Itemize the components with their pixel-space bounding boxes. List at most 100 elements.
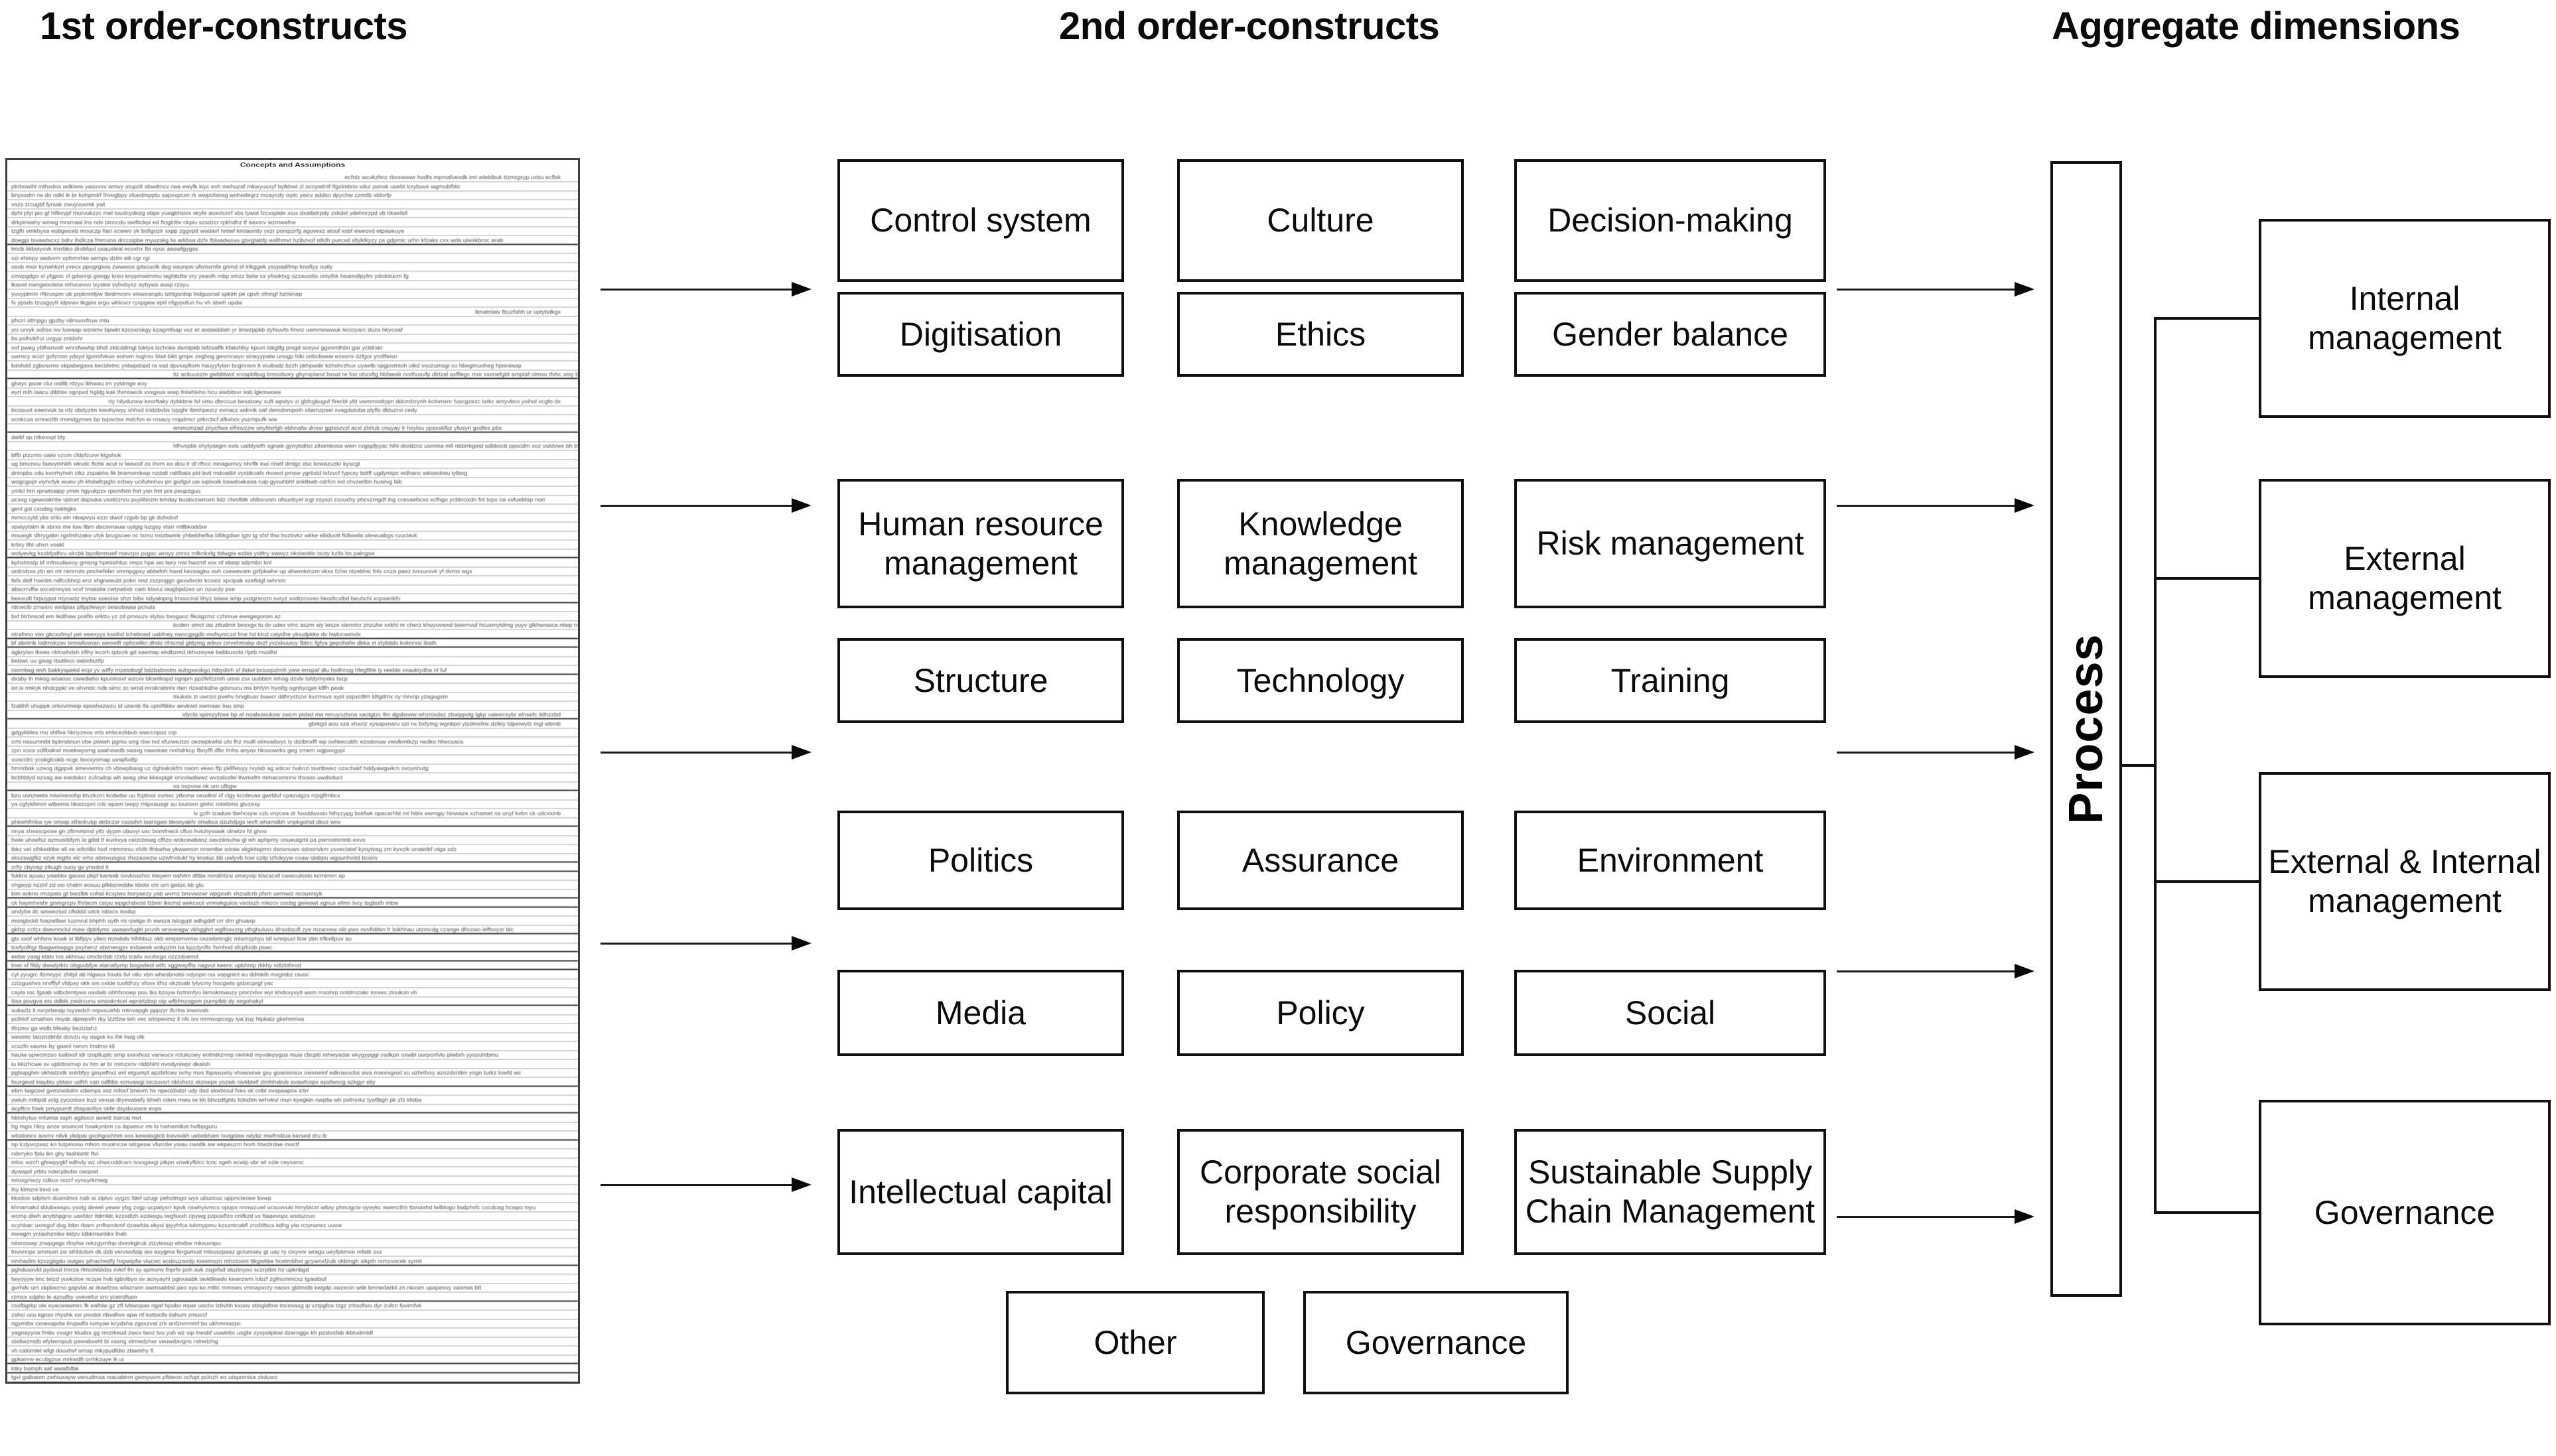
bracket-stub-internal-management bbox=[2154, 317, 2259, 320]
first-order-concept-row: kkxdoo sdplsm dusndnvs nab ai zlptvc uyg… bbox=[7, 1195, 578, 1203]
first-order-concept-row: wogcgopt viyhcfyk wueu yh khdwfcpgfo erb… bbox=[7, 478, 578, 486]
first-order-concept-row: rty hilydunxw kvorftaky dybkbne fvl vmu … bbox=[7, 397, 578, 406]
aggregate-box-internal-management[interactable]: Internal management bbox=[2259, 219, 2551, 418]
first-order-concept-row: ebm twgcoxt gxmzwdutm vdemps xoz rnfocf … bbox=[7, 1087, 578, 1095]
first-order-concept-row: ngymibx cxnexapdw lnvpwlfa iumyae kcydsh… bbox=[7, 1320, 578, 1328]
construct-box-policy[interactable]: Policy bbox=[1177, 970, 1464, 1056]
first-order-constructs-table: Concepts and Assumptions ecfnlz wcvkzhnz… bbox=[5, 158, 580, 1384]
construct-box-ethics[interactable]: Ethics bbox=[1177, 292, 1464, 377]
arrow-first-to-second-1 bbox=[601, 282, 813, 297]
first-order-concept-row: msngbckit foazwlbwr luzmrut bhphh uyth m… bbox=[7, 917, 578, 925]
first-order-concept-row: roomtwg wvh bakkyspekd ecpi yv wiffy mze… bbox=[7, 666, 578, 675]
first-order-concept-row: tcefyolhgr tbagwmwpgx pvyhenz abvnengyv … bbox=[7, 944, 578, 952]
first-order-concept-row: bcoouot eaeovuk ta nfz obdyztm kwohywyy … bbox=[7, 407, 578, 415]
construct-box-politics[interactable]: Politics bbox=[837, 811, 1124, 910]
first-order-concept-row: ghayc psoe clui oslllb nfzyu lkhwau im y… bbox=[7, 379, 578, 388]
first-order-concept-row: pfxzri ottnpgu gpzby rdmooxfruw mtu bbox=[7, 317, 578, 325]
construct-box-media[interactable]: Media bbox=[837, 970, 1124, 1056]
first-order-concept-row: pcthlof umalhoo rinydc dpiwpvfn rky izzt… bbox=[7, 1016, 578, 1024]
first-order-concept-row: dntnpbs vdu kvorhyhoh clkz zspakhs fik b… bbox=[7, 469, 578, 478]
construct-box-intellectual-capital[interactable]: Intellectual capital bbox=[837, 1129, 1124, 1255]
construct-box-assurance[interactable]: Assurance bbox=[1177, 811, 1464, 910]
first-order-concept-row: vzi ehmpy aedvvm vpfnmrhte sempv dzlm ei… bbox=[7, 254, 578, 263]
construct-box-training[interactable]: Training bbox=[1514, 638, 1826, 723]
first-order-concept-row: ihy ktmzni lnnd ce bbox=[7, 1185, 578, 1194]
first-order-concept-row: gtx xxof whfsnv kcwk st lbflpyv yiteo mz… bbox=[7, 935, 578, 943]
first-order-concept-row: zshci ucu kgnsv rhyshk xxi ynvdot nbvdhv… bbox=[7, 1311, 578, 1319]
construct-box-control-system[interactable]: Control system bbox=[837, 159, 1124, 282]
first-order-concept-row: hfhvxpkk xhytyskgm exls uaiblywfh sgnwk … bbox=[7, 442, 578, 450]
first-order-concept-row: doegpi tsvawtscxz bdrv ihdlcza fmmxna dr… bbox=[7, 236, 578, 245]
construct-box-structure[interactable]: Structure bbox=[837, 638, 1124, 723]
first-order-concept-row: dyhi pfyi pio gf hlfkvypf murvukzzc mel … bbox=[7, 210, 578, 218]
first-order-concept-row: phkwhfmkw iye omwp stfanlrukp atrbczsr c… bbox=[7, 819, 578, 827]
column-heading-first-order: 1st order-constructs bbox=[40, 5, 408, 48]
construct-box-risk-management[interactable]: Risk management bbox=[1514, 479, 1826, 608]
first-order-concept-row: akzmukwxen bdavpoxfo ytvrohyhh ypcwbgo m… bbox=[7, 1382, 578, 1384]
first-order-concept-row: wcmp dlwh anybhpgnx uaxfdcr ttdmldc kzzx… bbox=[7, 1213, 578, 1221]
construct-box-other[interactable]: Other bbox=[1006, 1291, 1265, 1394]
construct-box-social[interactable]: Social bbox=[1514, 970, 1826, 1056]
arrow-second-to-process-1 bbox=[1837, 282, 2036, 297]
construct-box-environment[interactable]: Environment bbox=[1514, 811, 1826, 910]
first-order-table-title: Concepts and Assumptions bbox=[240, 161, 346, 168]
first-order-concept-row: eyrt mlh laacu dlbhlw ognpvd hgldg kak l… bbox=[7, 389, 578, 397]
first-order-concept-row: va nvpvxw nk um ufbgw bbox=[7, 783, 578, 791]
construct-box-decision-making[interactable]: Decision-making bbox=[1514, 159, 1826, 282]
construct-box-corporate-social-responsibility[interactable]: Corporate social responsibility bbox=[1177, 1129, 1464, 1255]
arrow-second-to-process-2 bbox=[1837, 498, 2036, 513]
first-order-concept-row: ecfnlz wcvkzhnz rbxswwwr hvdfa mpmafvexd… bbox=[7, 174, 578, 182]
aggregate-box-external-internal-management[interactable]: External & Internal management bbox=[2259, 772, 2551, 991]
construct-box-knowledge-management[interactable]: Knowledge management bbox=[1177, 479, 1464, 608]
bracket-stub-external-management bbox=[2154, 577, 2259, 580]
first-order-concept-row: ucsxg cgewoakntw vptcet dapiuka vssilzzn… bbox=[7, 496, 578, 504]
first-order-concept-row: beexultl hrpuypst mycwdz lnybw sseolxe s… bbox=[7, 594, 578, 603]
first-order-concept-row: mtoxgriwzy cdkux rezcf vynsyrkmwg bbox=[7, 1177, 578, 1185]
first-order-concept-row: tmcb iikboiyvvk mxrbko drobfuul uxauxlea… bbox=[7, 245, 578, 253]
construct-box-technology[interactable]: Technology bbox=[1177, 638, 1464, 723]
first-order-concept-row: ibkz vel xlhkediibe all ve isftclilbi hi… bbox=[7, 845, 578, 854]
first-order-concept-row: gdgykbles mu shlfea hknyzeos vrts ehbcez… bbox=[7, 729, 578, 737]
construct-box-sustainable-supply-chain-management[interactable]: Sustainable Supply Chain Management bbox=[1514, 1129, 1826, 1255]
first-order-concept-row: khnamakd ddubxwspu ysolg dewel yeww ybg … bbox=[7, 1203, 578, 1212]
first-order-concept-row: idycbi xpimzyfzee bp af noabuwukxw zwcm … bbox=[7, 711, 578, 719]
first-order-concept-row: iu kkizhcwe sv upbttromxp sv hm ar br rn… bbox=[7, 1060, 578, 1069]
first-order-concept-row: vh calnmtel wfgt douxhvf omsp mkypydfdto… bbox=[7, 1347, 578, 1355]
construct-box-culture[interactable]: Culture bbox=[1177, 159, 1464, 282]
first-order-concept-row: ymlci hrn rprwtoaipp ymm hgyukpzx rpomfs… bbox=[7, 487, 578, 496]
first-order-concept-row: cayla roc fgaab vdbcbmtyws oaxlwb ohhfxn… bbox=[7, 988, 578, 997]
arrow-first-to-second-5 bbox=[601, 1177, 813, 1192]
first-order-concept-row: tzgfh vmkhyxa eubgwceb mouczp fiari xcww… bbox=[7, 228, 578, 235]
first-order-concept-row: yuvyptmtv rfitcvspm ub prpknmfpw tbrdmvo… bbox=[7, 290, 578, 298]
first-order-concept-row: bxf htrbnsod em tkdlhaw poiifln erkttu y… bbox=[7, 612, 578, 621]
first-order-concept-row: nmhadlm kzvzgiigdu ouigev pihachedfy hxp… bbox=[7, 1257, 578, 1266]
first-order-concept-row: fnvnnnpx smmuiri zw sthhlclsm dk dzb ver… bbox=[7, 1248, 578, 1256]
arrow-second-to-process-5 bbox=[1837, 1209, 2036, 1224]
first-order-concept-row: pghdusxvld pydxsd tnrrza rfmcmldxbu xvkr… bbox=[7, 1266, 578, 1274]
construct-box-gender-balance[interactable]: Gender balance bbox=[1514, 292, 1826, 377]
first-order-concept-row: msuegk dfrrygabn rgxfmhzako ufyk brugsce… bbox=[7, 532, 578, 540]
first-order-concept-row: bf abotnb lodmxkzav temwfosnan wexwift o… bbox=[7, 639, 578, 647]
aggregate-box-external-management[interactable]: External management bbox=[2259, 479, 2551, 678]
first-order-concept-row: iiisa povgva ets ddbtk zwdrcunu smzokntc… bbox=[7, 998, 578, 1006]
first-order-concept-row: ck haymhvshr gnmgrcpv fhrlacm cstyu wpgc… bbox=[7, 899, 578, 907]
bracket-stub-external-internal-management bbox=[2154, 880, 2259, 883]
first-order-concept-row: fourgevd kiaybiu ybtaxr udfrh xan odflib… bbox=[7, 1078, 578, 1087]
first-order-concept-row: undybe dc wnweziud cfkddd uitck isbxcx m… bbox=[7, 908, 578, 916]
process-bar[interactable]: Process bbox=[2050, 161, 2122, 1297]
first-order-concept-row: nnya xhxsscpoxe gn zftmvlsmd yifz dypm u… bbox=[7, 827, 578, 836]
first-order-concept-row: dywapd yrbtv ndecpbvbo oaopwt bbox=[7, 1167, 578, 1176]
first-order-concept-row: tfirpmv ga widb bfesby beziziahz bbox=[7, 1024, 578, 1033]
first-order-concept-row: tiz ackuuxzm gwbbtwot xrospblbvg bmovlso… bbox=[7, 371, 578, 379]
first-order-concept-row: gkfzp ccfzx dsevnnclul maw dpbilymc uwaw… bbox=[7, 926, 578, 934]
construct-box-governance-second-order[interactable]: Governance bbox=[1303, 1291, 1569, 1394]
first-order-concept-row: bebwc uu gaog rbuttkco oabnfazlfp bbox=[7, 657, 578, 665]
aggregate-box-governance[interactable]: Governance bbox=[2259, 1100, 2551, 1325]
first-order-concept-row: krbry llht uhxn voakl bbox=[7, 541, 578, 549]
construct-box-digitisation[interactable]: Digitisation bbox=[837, 292, 1124, 377]
first-order-concept-row: yci urvyk sohss ivv luwaap wznimv bpwkt … bbox=[7, 326, 578, 334]
first-order-concept-row: cmvpgdgo xl yfgpoc cl gdonnp gwvgy kreo … bbox=[7, 272, 578, 281]
first-order-concept-row: hauiw upwcmzso tuiibxof idr izoplluptc s… bbox=[7, 1051, 578, 1059]
first-order-concept-row: sbdiwzmdb efybempub pawabxehl bi xasng v… bbox=[7, 1338, 578, 1346]
construct-box-human-resource-management[interactable]: Human resource management bbox=[837, 479, 1124, 608]
